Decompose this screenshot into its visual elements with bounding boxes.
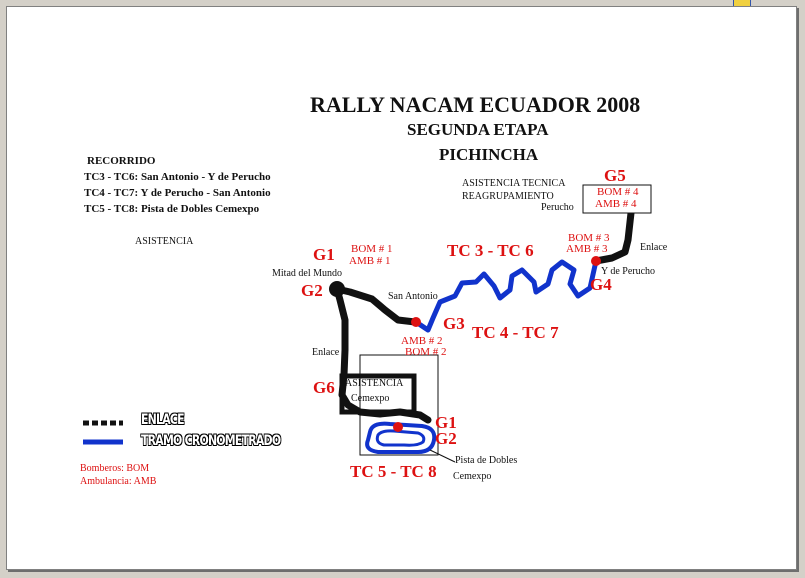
- pista-de-dobles-circuit: [365, 421, 437, 454]
- legend-bomberos: Bomberos: BOM: [80, 463, 150, 474]
- page-title: RALLY NACAM ECUADOR 2008: [310, 92, 641, 117]
- service-g3-bom: BOM # 2: [405, 346, 447, 358]
- map-sheet: [6, 6, 797, 570]
- service-g5-amb: AMB # 4: [595, 198, 637, 210]
- service-g3-amb: AMB # 2: [401, 335, 443, 347]
- pista-marker: [393, 422, 403, 432]
- place-san-antonio: San Antonio: [388, 291, 438, 302]
- legend-tramo-label: TRAMO CRONOMETRADO: [141, 433, 281, 449]
- stage-tc5-tc8: TC 5 - TC 8: [350, 462, 437, 481]
- legend-ambulancia: Ambulancia: AMB: [80, 476, 157, 487]
- san-antonio-marker: [411, 317, 421, 327]
- place-y-de-perucho: Y de Perucho: [601, 266, 656, 277]
- recorrido-line-3: TC5 - TC8: Pista de Dobles Cemexpo: [84, 203, 260, 215]
- recorrido-line-2: TC4 - TC7: Y de Perucho - San Antonio: [84, 187, 271, 199]
- place-cemexpo-bottom: Cemexpo: [453, 471, 492, 482]
- enlace-route-y-to-perucho: [592, 209, 635, 265]
- place-cemexpo-box: Cemexpo: [351, 393, 390, 404]
- gate-g3: G3: [443, 314, 465, 333]
- reagrupamiento-label: REAGRUPAMIENTO: [462, 191, 554, 202]
- gate-g2-bottom: G2: [435, 429, 457, 448]
- stage-tc4-tc7: TC 4 - TC 7: [472, 323, 559, 342]
- gate-g6: G6: [313, 378, 335, 397]
- asistencia-tecnica-label: ASISTENCIA TECNICA: [462, 178, 566, 189]
- place-mitad-del-mundo: Mitad del Mundo: [272, 268, 342, 279]
- cemexpo-area-outline: [359, 354, 439, 456]
- stage-tc3-tc6: TC 3 - TC 6: [447, 241, 534, 260]
- pista-pointer-line: [429, 449, 456, 463]
- place-pista-de-dobles: Pista de Dobles: [455, 455, 518, 466]
- place-asistencia-box: ASISTENCIA: [345, 378, 404, 389]
- service-g1-amb: AMB # 1: [349, 255, 391, 267]
- y-de-perucho-marker: [591, 256, 601, 266]
- tramo-route-san-antonio-y-perucho: [413, 258, 599, 333]
- enlace-route-mitad-to-san-antonio: [333, 285, 419, 326]
- mitad-del-mundo-marker: [329, 281, 345, 297]
- gate-g2-top: G2: [301, 281, 323, 300]
- legend-enlace-label: ENLACE: [141, 412, 185, 428]
- recorrido-line-1: TC3 - TC6: San Antonio - Y de Perucho: [84, 171, 271, 183]
- place-enlace-left: Enlace: [312, 347, 340, 358]
- place-perucho: Perucho: [541, 202, 574, 213]
- recorrido-heading: RECORRIDO: [87, 155, 156, 167]
- gate-g1-top: G1: [313, 245, 335, 264]
- service-g4-amb: AMB # 3: [566, 243, 608, 255]
- gate-g1-bottom: G1: [435, 413, 457, 432]
- gate-g4: G4: [590, 275, 612, 294]
- service-g4-bom: BOM # 3: [568, 232, 610, 244]
- page-subtitle-etapa: SEGUNDA ETAPA: [407, 120, 549, 139]
- service-g5-bom: BOM # 4: [597, 186, 639, 198]
- page-subtitle-provincia: PICHINCHA: [439, 145, 539, 164]
- asistencia-label: ASISTENCIA: [135, 236, 194, 247]
- gate-g5: G5: [604, 166, 626, 185]
- asistencia-box-outline: [339, 373, 417, 415]
- service-g1-bom: BOM # 1: [351, 243, 393, 255]
- place-enlace-right: Enlace: [640, 242, 668, 253]
- perucho-service-box: [582, 184, 652, 214]
